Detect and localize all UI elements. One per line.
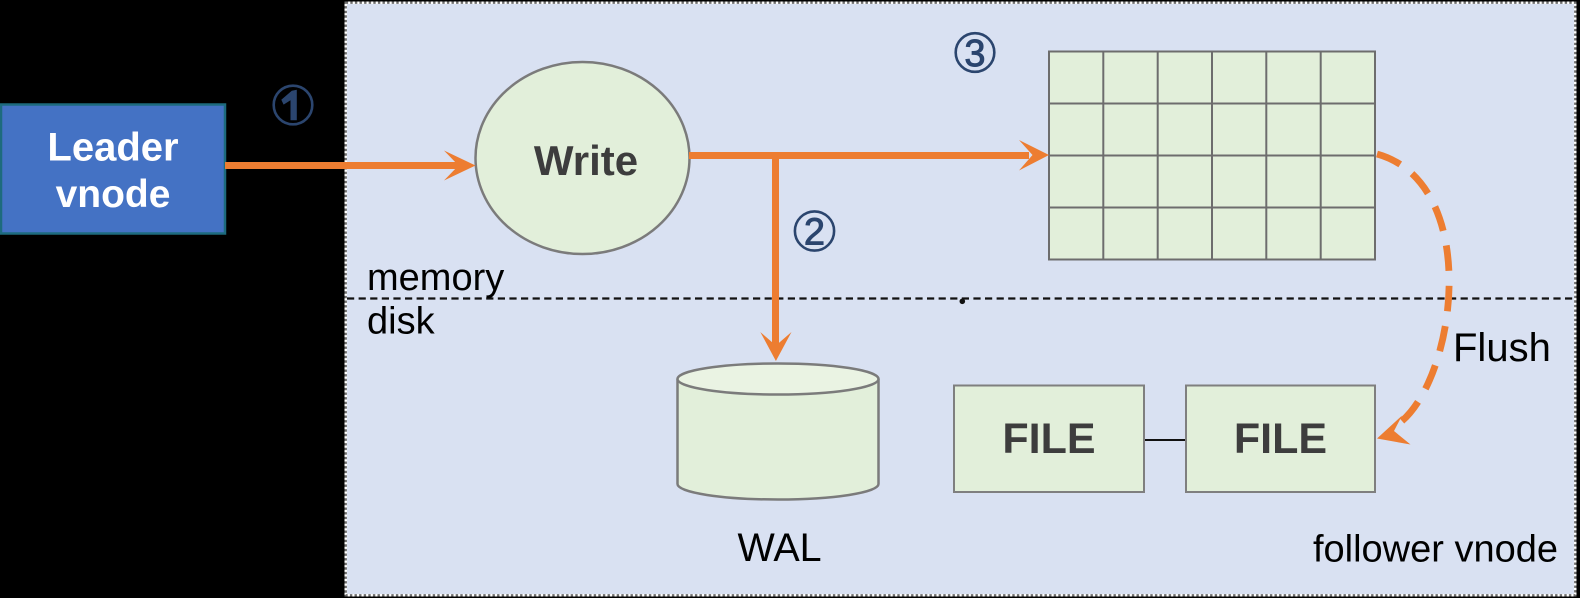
- svg-text:2: 2: [804, 212, 825, 254]
- svg-text:3: 3: [964, 33, 985, 75]
- svg-text:Write: Write: [534, 137, 638, 184]
- svg-text:Flush: Flush: [1453, 326, 1551, 370]
- svg-text:WAL: WAL: [738, 526, 822, 570]
- svg-text:follower vnode: follower vnode: [1313, 529, 1558, 571]
- svg-text:disk: disk: [367, 301, 436, 343]
- svg-text:vnode: vnode: [56, 173, 171, 216]
- svg-text:FILE: FILE: [1234, 415, 1327, 463]
- svg-text:memory: memory: [367, 257, 504, 299]
- svg-text:FILE: FILE: [1002, 415, 1095, 463]
- svg-text:Leader: Leader: [47, 126, 178, 170]
